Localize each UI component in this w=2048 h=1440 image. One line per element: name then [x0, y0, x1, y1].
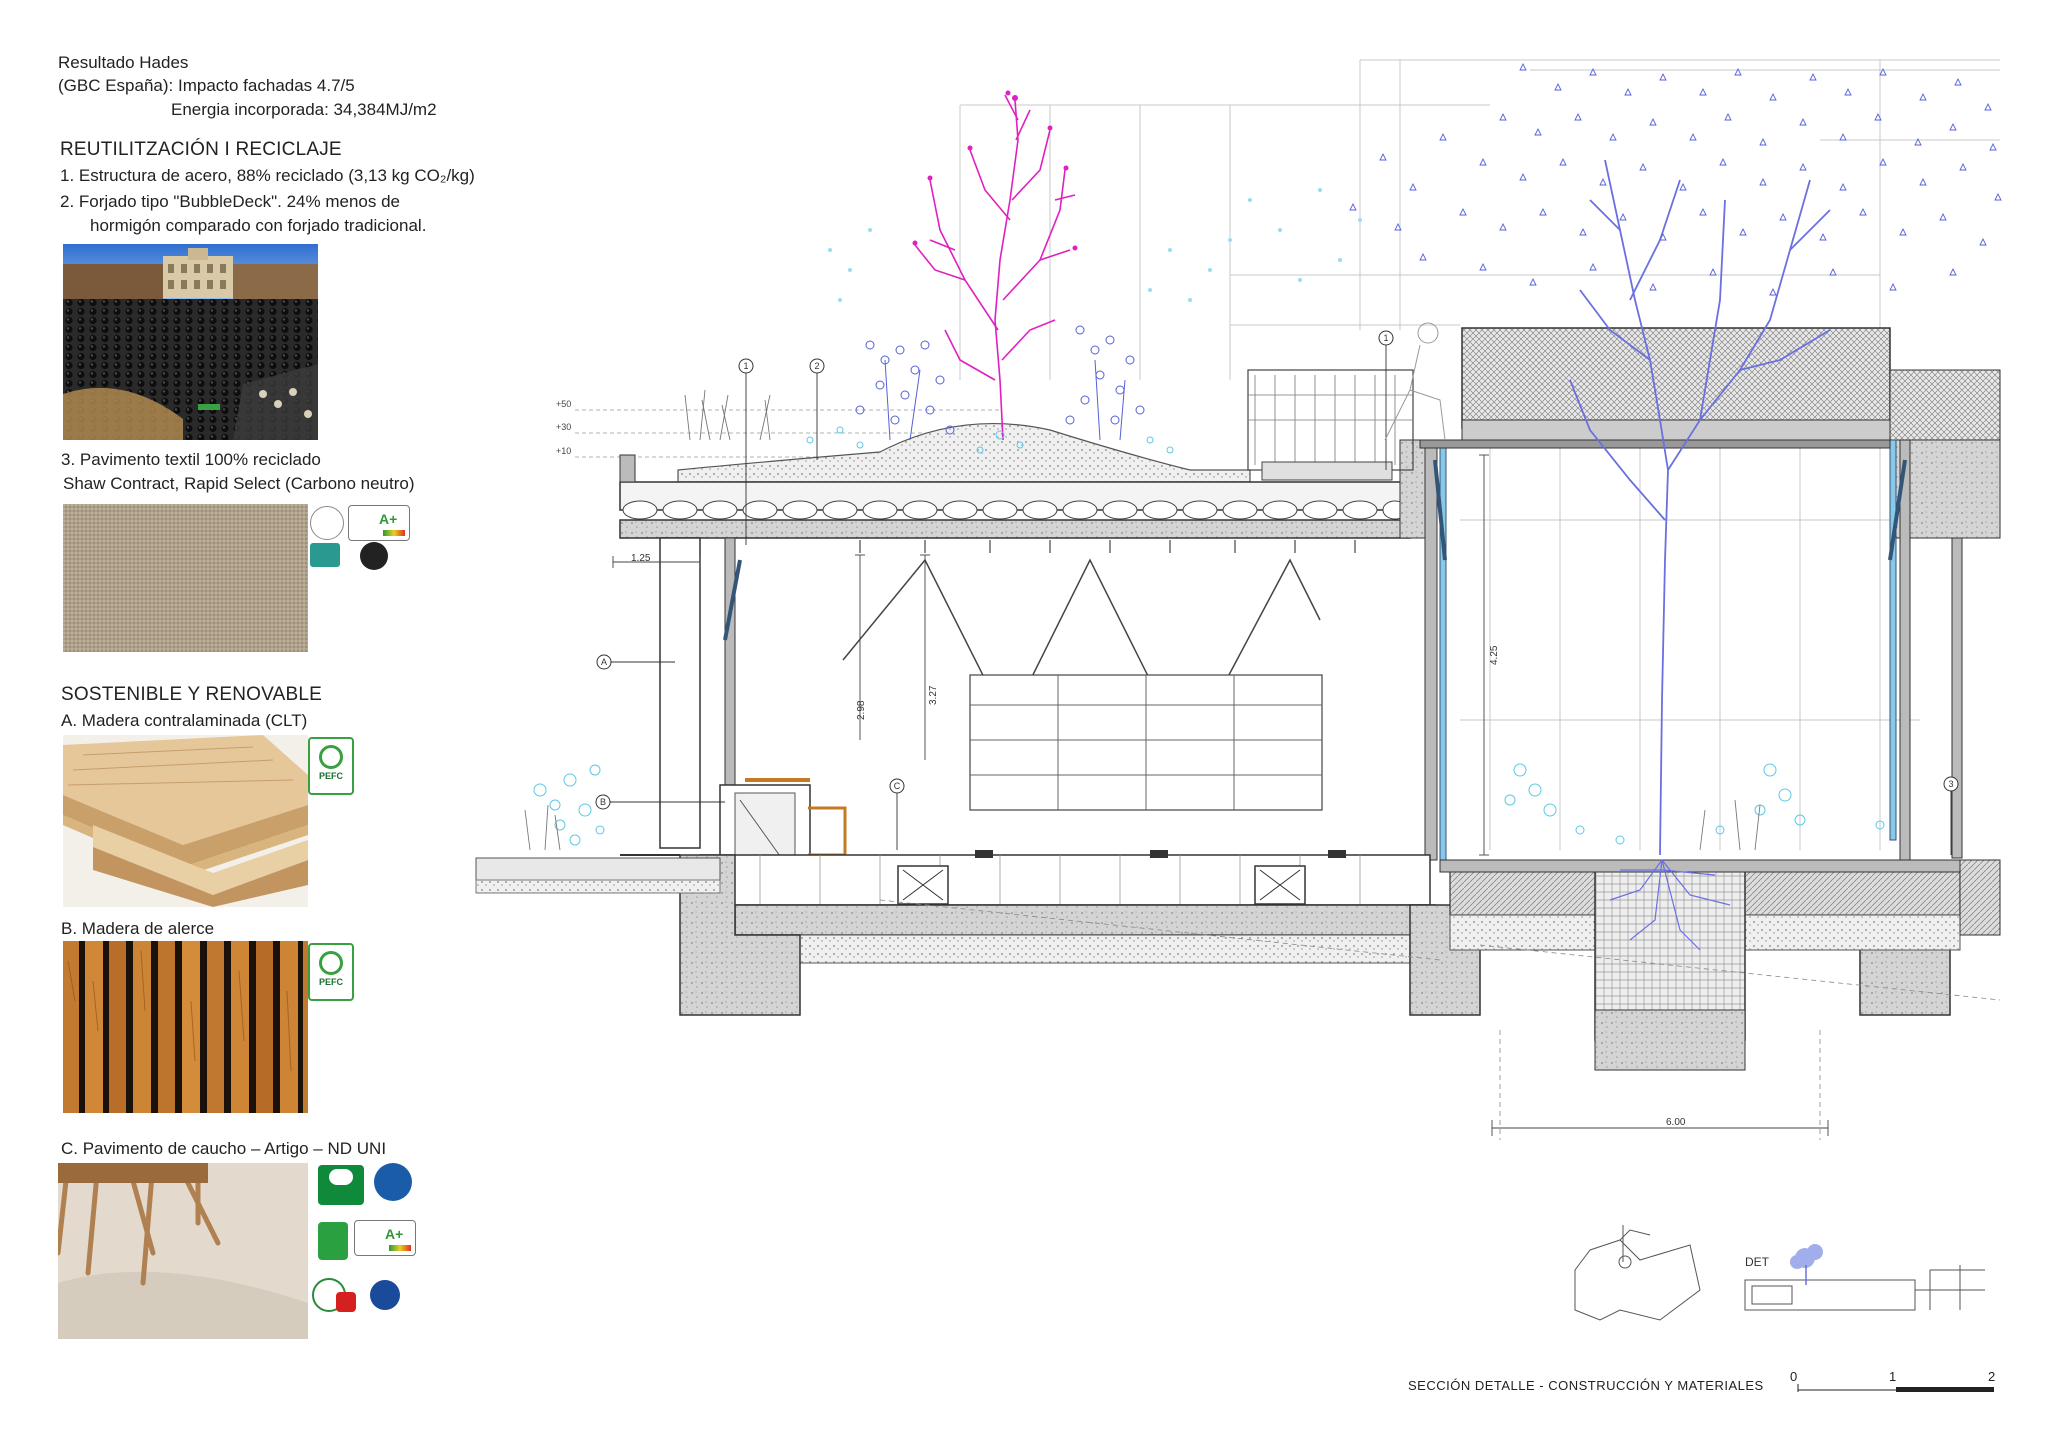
- sustainable-item-c: C. Pavimento de caucho – Artigo – ND UNI: [61, 1139, 387, 1158]
- sustainable-item-a: A. Madera contralaminada (CLT): [61, 711, 308, 730]
- callout-1-right: 1: [1383, 333, 1388, 343]
- carpet-photo: [63, 504, 308, 652]
- sustainable-item-b: B. Madera de alerce: [61, 919, 215, 938]
- larch-photo: [63, 941, 308, 1113]
- header-line-1: Resultado Hades: [58, 53, 189, 72]
- leaf-cert-icon: [360, 542, 388, 570]
- round-cert-icon: [370, 1280, 400, 1310]
- callout-1-left: 1: [743, 361, 748, 371]
- dim-1-25: 1.25: [631, 553, 651, 564]
- scale-2: 2: [1988, 1369, 1995, 1384]
- callout-3: 3: [1948, 779, 1953, 789]
- dim-2-98: 2.98: [856, 700, 867, 720]
- level-10-label: +10: [556, 446, 571, 456]
- callout-b: B: [600, 797, 606, 807]
- callout-a: A: [601, 657, 607, 667]
- blue-angel-icon: [374, 1163, 412, 1201]
- site-key-plan: [1574, 1225, 1701, 1321]
- energy-rating-icon: A+: [348, 505, 410, 541]
- clt-photo: [63, 735, 308, 907]
- sustainable-title: SOSTENIBLE Y RENOVABLE: [61, 684, 323, 705]
- courtyard-tree: [1569, 159, 1831, 856]
- reuse-item-2b: hormigón comparado con forjado tradicion…: [90, 216, 427, 235]
- reuse-title: REUTILITZACIÓN I RECICLAJE: [60, 139, 342, 160]
- rubber-floor-photo: [58, 1163, 308, 1339]
- reuse-item-2a: 2. Forjado tipo "BubbleDeck". 24% menos …: [60, 192, 400, 211]
- cyan-foliage: [533, 426, 1885, 846]
- header-line-2: (GBC España): Impacto fachadas 4.7/5: [58, 76, 355, 95]
- sheet-title: SECCIÓN DETALLE - CONSTRUCCIÓN Y MATERIA…: [1408, 1378, 1764, 1393]
- reuse-item-3: 3. Pavimento textil 100% reciclado: [61, 450, 321, 469]
- callout-2: 2: [814, 361, 819, 371]
- dim-6-00: 6.00: [1666, 1117, 1686, 1128]
- canopy-leaves: [1349, 62, 2002, 296]
- greenguard-icon: [318, 1222, 348, 1260]
- dim-3-27: 3.27: [928, 685, 939, 705]
- scale-1: 1: [1889, 1369, 1896, 1384]
- det-key-section: [1744, 1265, 1985, 1311]
- recycle-badge-icon: [310, 543, 340, 567]
- level-50-label: +50: [556, 399, 571, 409]
- person-figure: [1384, 322, 1446, 441]
- reuse-item-1: 1. Estructura de acero, 88% reciclado (3…: [60, 166, 475, 185]
- level-30-label: +30: [556, 422, 571, 432]
- reuse-item-3b: Shaw Contract, Rapid Select (Carbono neu…: [63, 474, 415, 493]
- pefc-badge-icon: PEFC: [308, 737, 354, 795]
- header-line-3: Energia incorporada: 34,384MJ/m2: [171, 100, 437, 119]
- carbon-neutral-icon: [318, 1165, 364, 1205]
- bubbledeck-photo: [63, 244, 318, 440]
- det-label: DET: [1745, 1255, 1770, 1269]
- pefc-badge-2-icon: PEFC: [308, 943, 354, 1001]
- callout-c: C: [894, 781, 901, 791]
- magenta-tree: [914, 94, 1076, 441]
- check-seal-icon: [336, 1292, 356, 1312]
- dim-4-25: 4.25: [1489, 645, 1500, 665]
- scale-0: 0: [1790, 1369, 1797, 1384]
- energy-rating-2-icon: A+: [354, 1220, 416, 1256]
- ecolabel-badge-icon: [310, 506, 344, 540]
